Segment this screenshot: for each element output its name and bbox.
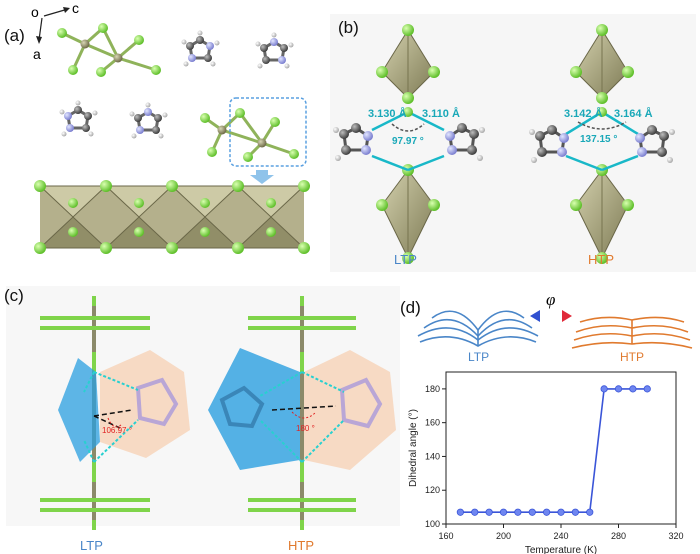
axis-origin-label: o xyxy=(31,4,39,20)
imidazolium-cation xyxy=(59,100,98,137)
axis-a-label: a xyxy=(33,46,41,62)
x-tick-label: 240 xyxy=(553,531,568,541)
panel-a-label: (a) xyxy=(4,26,25,45)
imidazolium-cation xyxy=(129,102,168,139)
data-point xyxy=(614,385,623,393)
data-point xyxy=(643,385,651,393)
data-point xyxy=(629,385,637,393)
ltp-hbonds xyxy=(371,110,445,172)
data-point xyxy=(485,508,493,516)
htp-angle-label: 137.15 ° xyxy=(580,134,618,145)
down-arrow xyxy=(250,170,274,184)
data-point xyxy=(586,508,594,516)
htp-octahedron-top xyxy=(570,24,634,104)
atoms-dimer-top xyxy=(57,23,161,77)
ltp-cation-right xyxy=(445,123,485,161)
y-tick-label: 160 xyxy=(425,418,440,428)
ltp-angle-label: 97.97 ° xyxy=(392,136,424,147)
htp-distance-1: 3.142 Å xyxy=(564,108,603,120)
htp-octahedron-bottom xyxy=(570,164,634,264)
panel-d-label: (d) xyxy=(400,298,421,317)
x-tick-label: 280 xyxy=(611,531,626,541)
htp-cation-right xyxy=(635,125,675,163)
panel-c-label: (c) xyxy=(4,286,24,305)
metal-chloride-dimer-top xyxy=(61,26,157,74)
panel-b-htp-caption: HTP xyxy=(588,252,614,267)
axis-c-label: c xyxy=(72,0,79,16)
htp-hbonds xyxy=(565,110,639,172)
panel-c-htp-caption: HTP xyxy=(288,538,314,553)
imidazolium-cation xyxy=(181,30,220,67)
ltp-distance-2: 3.110 Å xyxy=(422,108,460,120)
panel-d-htp-caption: HTP xyxy=(620,350,644,364)
htp-c-structure xyxy=(208,296,396,530)
data-point xyxy=(600,385,608,393)
panel-b-label: (b) xyxy=(338,18,359,37)
x-tick-label: 200 xyxy=(496,531,511,541)
highlight-box xyxy=(229,97,307,167)
panel-d-ltp-caption: LTP xyxy=(468,350,490,364)
htp-c-angle-label: 180 ° xyxy=(296,424,315,433)
panel-b-ltp-caption: LTP xyxy=(394,252,417,267)
data-point xyxy=(571,508,579,516)
data-point xyxy=(528,508,536,516)
y-tick-label: 100 xyxy=(425,519,440,529)
ltp-octahedron-top xyxy=(376,24,440,104)
ltp-cation-left xyxy=(333,123,373,161)
plot-frame xyxy=(445,371,677,525)
phi-symbol: φ xyxy=(546,290,556,309)
y-tick-label: 180 xyxy=(425,384,440,394)
data-point xyxy=(543,508,551,516)
ltp-c-angle-label: 106.97 ° xyxy=(102,426,132,435)
octahedral-chain xyxy=(34,180,310,254)
y-tick-label: 140 xyxy=(425,451,440,461)
htp-cation-left xyxy=(529,125,569,163)
data-point xyxy=(499,508,508,516)
htp-book-icon xyxy=(571,316,693,349)
htp-angle-arc xyxy=(577,121,627,130)
x-tick-label: 160 xyxy=(438,531,453,541)
data-point xyxy=(456,508,464,516)
ltp-octahedron-bottom xyxy=(376,164,440,264)
x-axis-label: Temperature (K) xyxy=(525,545,597,554)
ltp-distance-1: 3.130 Å xyxy=(368,108,407,120)
ltp-angle-arc xyxy=(391,123,425,132)
ltp-c-structure xyxy=(40,296,190,530)
y-axis-label: Dihedral angle (°) xyxy=(408,409,419,487)
dihedral-angle-chart: 160 200 240 280 320 100 120 140 160 180Temperatur… xyxy=(408,371,684,554)
htp-distance-2: 3.164 Å xyxy=(614,108,653,120)
panel-c-ltp-caption: LTP xyxy=(80,538,103,553)
metal-chloride-dimer-highlight xyxy=(204,111,295,159)
imidazolium-cation xyxy=(255,32,294,69)
data-point xyxy=(514,508,522,516)
ltp-book-icon xyxy=(417,310,539,347)
data-point xyxy=(471,508,479,516)
phase-transition-arrow xyxy=(530,310,572,322)
data-point xyxy=(557,508,565,516)
x-tick-label: 320 xyxy=(668,531,683,541)
y-tick-label: 120 xyxy=(425,485,440,495)
axis-indicator xyxy=(36,7,70,44)
